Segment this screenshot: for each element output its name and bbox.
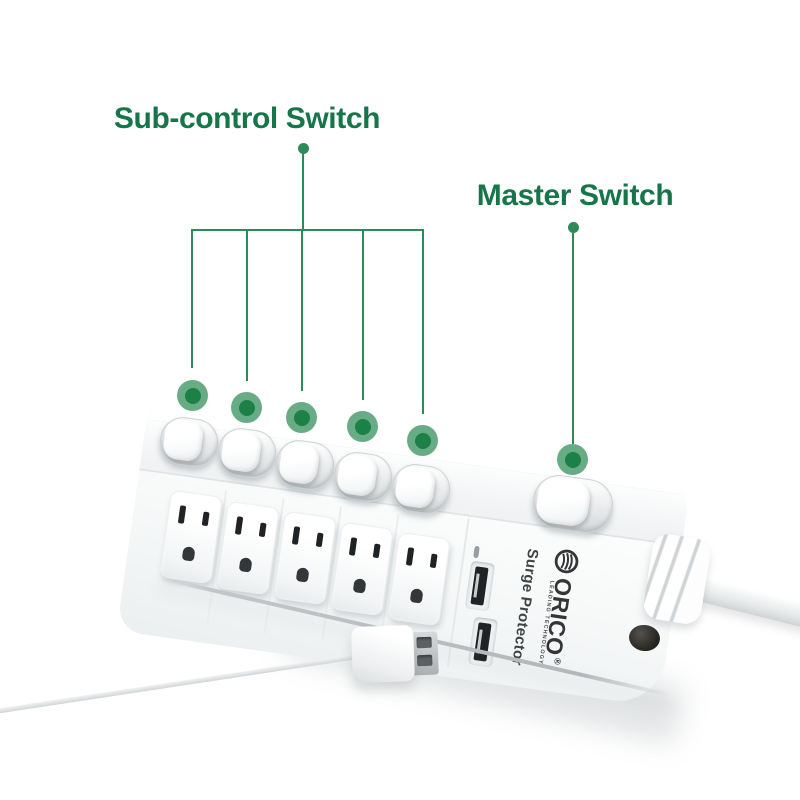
- outlet-slot: [405, 547, 415, 566]
- outlet-ground-hole: [409, 588, 424, 604]
- outlet-ground-hole: [295, 567, 310, 583]
- marker-dot-core: [354, 418, 371, 435]
- sub-control-switch-label: Sub-control Switch: [113, 102, 381, 135]
- usb-cable: [0, 652, 369, 715]
- sub-switch-marker-dot: [231, 392, 262, 423]
- switch-cap: [534, 475, 593, 529]
- outlet-slot: [315, 532, 324, 548]
- outlet-slot: [372, 543, 381, 559]
- marker-dot-core: [238, 399, 255, 416]
- outlet-ground-hole: [238, 557, 253, 573]
- usb-port-slot: [470, 566, 489, 606]
- outlet-ground-hole: [352, 578, 367, 594]
- switch-cap: [219, 428, 263, 474]
- sub-switch-marker-dot: [177, 380, 208, 411]
- switch-cap: [277, 440, 321, 486]
- callout-line: [191, 230, 193, 368]
- power-cord: [690, 566, 800, 629]
- outlet-slot: [348, 537, 358, 556]
- marker-dot-core: [293, 409, 310, 426]
- sub-switch-marker-dot: [286, 402, 317, 433]
- marker-dot-core: [184, 387, 201, 404]
- usb-plug: [351, 624, 415, 684]
- outlet-slot: [177, 505, 187, 524]
- outlet-slot: [429, 553, 438, 569]
- master-switch-marker-dot: [557, 444, 588, 475]
- outlet-slot: [258, 522, 267, 538]
- outlet-slot: [234, 516, 244, 535]
- callout-line: [301, 230, 303, 391]
- switch-cap: [335, 452, 379, 498]
- switch-cap: [161, 417, 205, 463]
- marker-dot-core: [564, 451, 581, 468]
- sub-switch-marker-dot: [407, 425, 438, 456]
- usb-contact: [417, 654, 433, 667]
- usb-contact: [416, 636, 432, 649]
- outlet-slot: [201, 511, 210, 527]
- registered-mark: ®: [552, 657, 563, 666]
- outlet-ground-hole: [181, 546, 196, 562]
- master-label-dot: [568, 222, 579, 233]
- callout-line: [572, 232, 574, 444]
- orico-logo: ORICO ® LEADING TECHNOLOGY: [533, 546, 587, 670]
- marker-dot-core: [414, 432, 431, 449]
- master-switch-label: Master Switch: [476, 179, 674, 212]
- sub-switch-marker-dot: [347, 411, 378, 442]
- power-cord-strain-relief: [641, 531, 713, 627]
- switch-cap: [393, 464, 437, 510]
- outlet-slot: [291, 526, 301, 545]
- callout-line: [191, 229, 424, 231]
- callout-line: [362, 230, 364, 400]
- callout-line: [246, 230, 248, 381]
- callout-line: [422, 230, 424, 414]
- orico-logo-icon: [552, 547, 581, 576]
- callout-line: [302, 153, 304, 230]
- sub-control-label-dot: [298, 143, 309, 154]
